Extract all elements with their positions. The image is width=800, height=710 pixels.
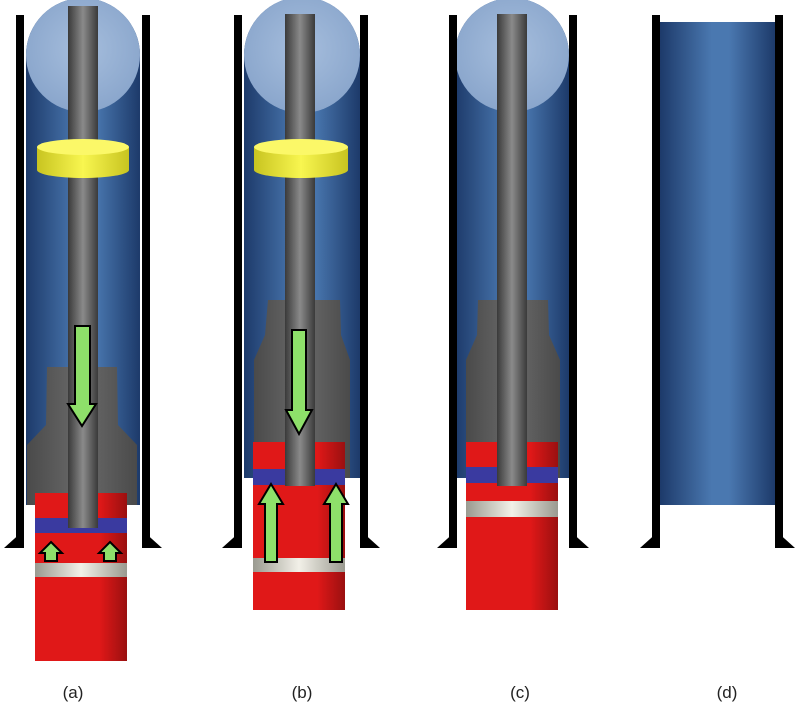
panel-a-down-arrow <box>66 325 98 428</box>
caption-c: (c) <box>510 683 530 702</box>
panel-a-right-wall <box>142 15 162 548</box>
panel-b-up-arrow-right <box>322 482 350 563</box>
panel-a-collar <box>37 139 129 178</box>
panel-d <box>640 15 795 548</box>
caption-a: (a) <box>62 683 84 702</box>
panel-c-right-wall <box>569 15 589 548</box>
panel-c-left-wall <box>437 15 457 548</box>
panel-d-left-wall <box>640 15 660 548</box>
caption-d: (d) <box>716 683 738 702</box>
panel-a-up-arrow-right <box>96 540 124 562</box>
panel-b-up-arrow-left <box>257 482 285 563</box>
panel-b-down-arrow <box>284 329 314 437</box>
panel-b-collar <box>254 139 348 178</box>
panel-a-rod <box>68 6 98 528</box>
panel-d-tube <box>660 22 775 505</box>
panel-b-right-wall <box>360 15 380 548</box>
panel-d-right-wall <box>775 15 795 548</box>
panel-a <box>4 0 162 661</box>
panel-c-rod <box>497 14 527 486</box>
panel-a-up-arrow-left <box>37 540 65 562</box>
panel-b-left-wall <box>222 15 242 548</box>
panel-a-left-wall <box>4 15 24 548</box>
caption-b: (b) <box>291 683 313 702</box>
panel-b <box>222 0 380 610</box>
panel-c <box>437 0 589 610</box>
